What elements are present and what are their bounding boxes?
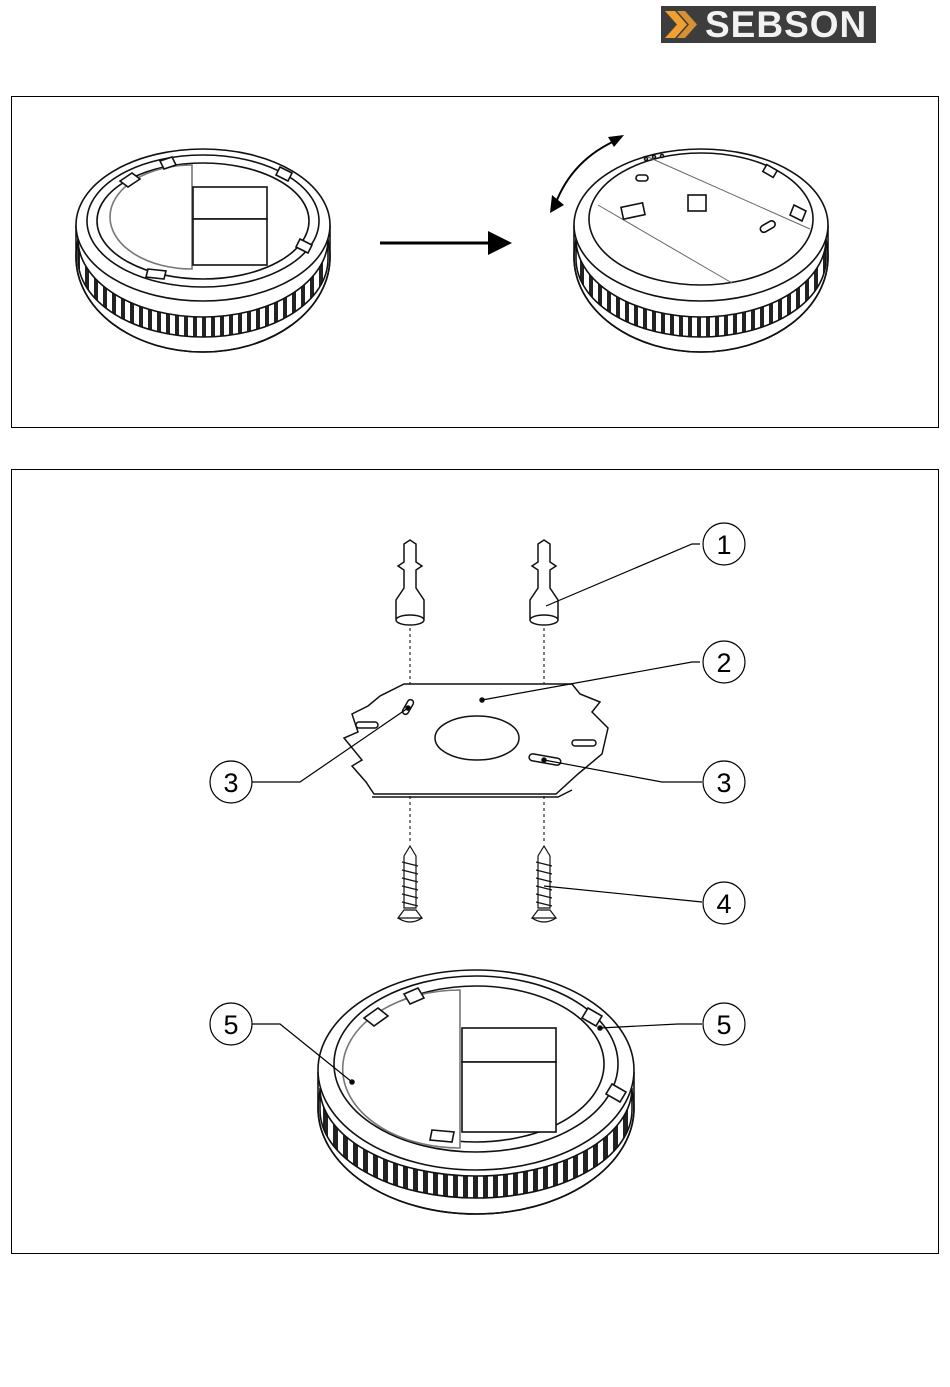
- brand-logo: SEBSON: [661, 6, 876, 43]
- svg-text:2: 2: [716, 648, 731, 678]
- wall-plug-icon: [396, 540, 424, 625]
- right-arrow-icon: [380, 231, 512, 255]
- callout-5-left: 5: [210, 1003, 252, 1045]
- brand-name: SEBSON: [705, 6, 867, 43]
- callout-3-right: 3: [703, 761, 745, 803]
- callout-5-right: 5: [703, 1003, 745, 1045]
- smoke-detector-mounted: [574, 149, 828, 352]
- callout-3-left: 3: [210, 761, 252, 803]
- callout-2: 2: [703, 641, 745, 683]
- svg-text:5: 5: [716, 1010, 731, 1040]
- svg-text:1: 1: [716, 530, 731, 560]
- wall-plug-icon: [530, 540, 558, 625]
- mounting-base-open: [76, 149, 330, 352]
- mounting-step-panel: [11, 96, 939, 428]
- svg-text:3: 3: [223, 768, 238, 798]
- exploded-mounting-panel: 1 2 3 3 4 5 5: [11, 469, 939, 1254]
- callout-1: 1: [703, 523, 745, 565]
- callout-4: 4: [703, 882, 745, 924]
- screw-icon: [532, 846, 556, 922]
- svg-text:3: 3: [716, 768, 731, 798]
- svg-text:5: 5: [223, 1010, 238, 1040]
- mounting-base: [318, 970, 634, 1214]
- screw-icon: [398, 846, 422, 922]
- mounting-plate: [344, 684, 608, 797]
- svg-text:4: 4: [716, 889, 731, 919]
- chevron-logo-icon: [661, 6, 701, 43]
